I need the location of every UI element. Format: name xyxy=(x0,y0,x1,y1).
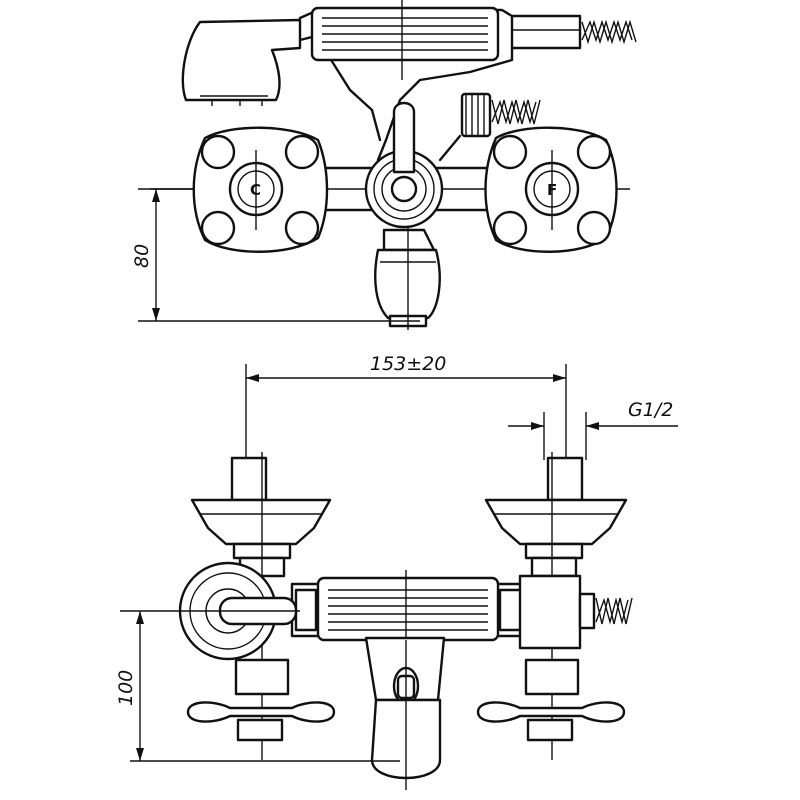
dimension-thread: G1/2 xyxy=(508,399,678,460)
front-height-label: 80 xyxy=(131,244,153,268)
dimension-center-distance: 153±20 xyxy=(245,353,567,460)
hose-spring-top xyxy=(581,19,637,45)
center-distance-label: 153±20 xyxy=(370,353,446,375)
spout-front xyxy=(374,226,441,330)
shower-holder-round xyxy=(120,561,300,661)
cold-cross-handle: F xyxy=(484,126,618,253)
shower-handle-grip xyxy=(310,0,500,80)
front-view: C F xyxy=(131,0,637,330)
hot-cross-handle: C xyxy=(192,126,329,253)
diverter-knob xyxy=(438,92,541,162)
dimension-front-height: 80 xyxy=(131,188,420,322)
mixer-body-plan xyxy=(290,570,524,650)
dimension-bottom-height: 100 xyxy=(115,611,400,762)
center-valve xyxy=(364,101,444,229)
thread-label: G1/2 xyxy=(628,399,673,421)
plan-view: 153±20 G1/2 xyxy=(115,353,678,790)
left-lever-handle xyxy=(186,658,336,742)
bottom-height-label: 100 xyxy=(115,670,137,706)
spout-plan xyxy=(364,636,446,790)
right-valve-block xyxy=(518,574,633,650)
right-lever-handle xyxy=(476,658,626,742)
shower-head xyxy=(181,18,302,106)
